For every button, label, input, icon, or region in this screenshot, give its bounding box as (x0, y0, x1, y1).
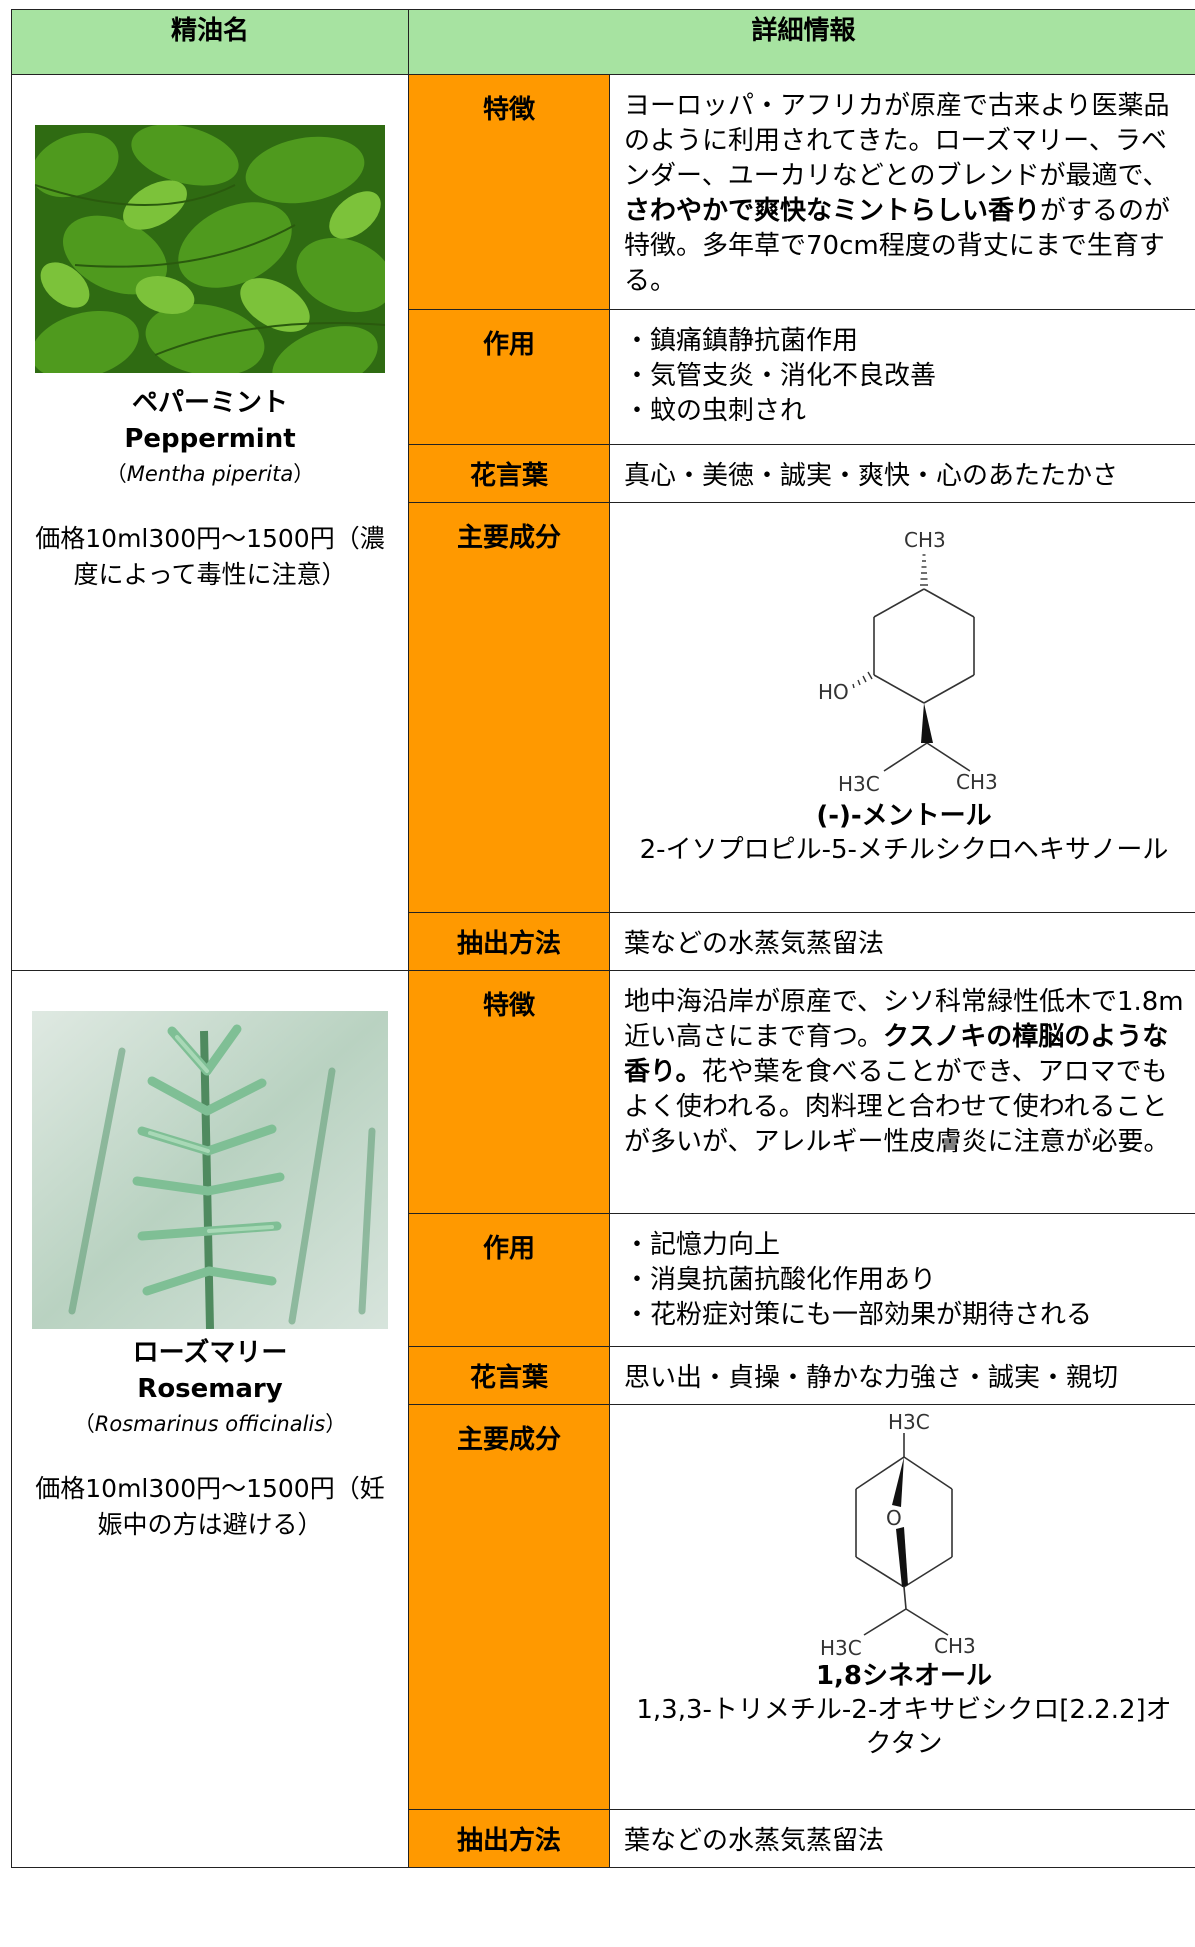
rosemary-photo (32, 1011, 388, 1329)
header-oil-name: 精油名 (11, 9, 409, 75)
oil-row-extraction: 抽出方法 葉などの水蒸気蒸留法 (12, 912, 1195, 971)
mol-label-ho: HO (818, 680, 849, 704)
component-cell: CH3 HO H3C CH3 (-)-メントール 2-イソプロピル-5-メチルシ… (608, 502, 1195, 913)
oil-jp-name: ペパーミント (131, 388, 288, 418)
list-item: ・鎮痛鎮静抗菌作用 (624, 326, 859, 356)
effect-list: ・鎮痛鎮静抗菌作用 ・気管支炎・消化不良改善 ・蚊の虫刺され (608, 309, 1195, 445)
oil-en-name: Peppermint (124, 424, 296, 454)
header-row: 精油名 詳細情報 (11, 9, 1195, 75)
oil-row-flower-words: 花言葉 真心・美徳・誠実・爽快・心のあたたかさ (12, 444, 1195, 503)
label-effect: 作用 (408, 309, 610, 445)
oil-row-flower-words: 花言葉 思い出・貞操・静かな力強さ・誠実・親切 (12, 1346, 1195, 1405)
label-components: 主要成分 (408, 502, 610, 913)
menthol-structure: CH3 HO H3C CH3 (818, 528, 998, 796)
feature-text: ヨーロッパ・アフリカが原産で古来より医薬品のように利用されてきた。ローズマリー、… (608, 74, 1195, 310)
oil-price: 価格10ml300円〜1500円（濃度によって毒性に注意） (35, 524, 385, 589)
list-item: ・消臭抗菌抗酸化作用あり (624, 1265, 937, 1295)
cineole-structure: H3C O H3C CH3 (820, 1410, 976, 1659)
oil-name-cell: ローズマリー Rosemary （Rosmarinus officinalis）… (11, 970, 409, 1868)
svg-text:CH3: CH3 (904, 528, 946, 552)
oil-row-components: 主要成分 CH3 HO (12, 502, 1195, 913)
oil-en-name: Rosemary (137, 1374, 283, 1404)
peppermint-photo (35, 125, 385, 373)
mol-label-top: H3C (888, 1410, 930, 1434)
mol-label-left: H3C (820, 1636, 862, 1659)
svg-text:CH3: CH3 (956, 770, 998, 794)
label-extraction: 抽出方法 (408, 1809, 610, 1868)
component-cell: H3C O H3C CH3 1,8シネオール 1,3,3-トリメチル-2-オキサ… (608, 1404, 1195, 1810)
label-feature: 特徴 (408, 74, 610, 310)
component-iupac: 1,3,3-トリメチル-2-オキサビシクロ[2.2.2]オクタン (636, 1695, 1172, 1759)
list-item: ・気管支炎・消化不良改善 (624, 361, 937, 391)
svg-text:H3C: H3C (838, 772, 880, 796)
label-flower-words: 花言葉 (408, 1346, 610, 1405)
component-iupac: 2-イソプロピル-5-メチルシクロヘキサノール (639, 835, 1169, 865)
effect-list: ・記憶力向上 ・消臭抗菌抗酸化作用あり ・花粉症対策にも一部効果が期待される (608, 1213, 1195, 1347)
oil-scientific-name: （Mentha piperita） (105, 462, 315, 486)
list-item: ・蚊の虫刺され (624, 396, 807, 426)
list-item: ・花粉症対策にも一部効果が期待される (624, 1300, 1093, 1330)
label-effect: 作用 (408, 1213, 610, 1347)
feature-text: 地中海沿岸が原産で、シソ科常緑性低木で1.8m近い高さにまで育つ。クスノキの樟脳… (608, 970, 1195, 1214)
component-name: (-)-メントール (816, 801, 992, 831)
mol-label-right: CH3 (956, 770, 998, 794)
label-flower-words: 花言葉 (408, 444, 610, 503)
svg-text:H3C: H3C (820, 1636, 862, 1659)
header-details: 詳細情報 (407, 9, 1195, 75)
essential-oil-table: 精油名 詳細情報 (11, 9, 1195, 1868)
oil-jp-name: ローズマリー (132, 1338, 288, 1368)
mol-label-left: H3C (838, 772, 880, 796)
oil-row-feature: ローズマリー Rosemary （Rosmarinus officinalis）… (11, 970, 1195, 1868)
oil-row-effect: 作用 ・鎮痛鎮静抗菌作用 ・気管支炎・消化不良改善 ・蚊の虫刺され (12, 309, 1195, 445)
list-item: ・記憶力向上 (624, 1230, 781, 1260)
flower-words-text: 思い出・貞操・静かな力強さ・誠実・親切 (608, 1346, 1195, 1405)
flower-words-text: 真心・美徳・誠実・爽快・心のあたたかさ (608, 444, 1195, 503)
svg-text:O: O (886, 1506, 902, 1530)
mol-label-top: CH3 (904, 528, 946, 552)
oil-row-feature: ペパーミント Peppermint （Mentha piperita） 価格10… (11, 74, 1195, 971)
oil-price: 価格10ml300円〜1500円（妊娠中の方は避ける） (35, 1474, 385, 1539)
oil-row-components: 主要成分 H3C O H3C (12, 1404, 1195, 1810)
oil-row-extraction: 抽出方法 葉などの水蒸気蒸留法 (12, 1809, 1195, 1868)
mol-label-right: CH3 (934, 1634, 976, 1658)
label-components: 主要成分 (408, 1404, 610, 1810)
label-extraction: 抽出方法 (408, 912, 610, 971)
component-name: 1,8シネオール (815, 1661, 993, 1691)
extraction-text: 葉などの水蒸気蒸留法 (608, 1809, 1195, 1868)
oil-name-cell: ペパーミント Peppermint （Mentha piperita） 価格10… (11, 74, 409, 971)
svg-text:HO: HO (818, 680, 849, 704)
svg-text:CH3: CH3 (934, 1634, 976, 1658)
extraction-text: 葉などの水蒸気蒸留法 (608, 912, 1195, 971)
label-feature: 特徴 (408, 970, 610, 1214)
oil-scientific-name: （Rosmarinus officinalis） (73, 1412, 347, 1436)
oil-row-effect: 作用 ・記憶力向上 ・消臭抗菌抗酸化作用あり ・花粉症対策にも一部効果が期待され… (12, 1213, 1195, 1347)
mol-label-o: O (886, 1506, 902, 1530)
svg-text:H3C: H3C (888, 1410, 930, 1434)
